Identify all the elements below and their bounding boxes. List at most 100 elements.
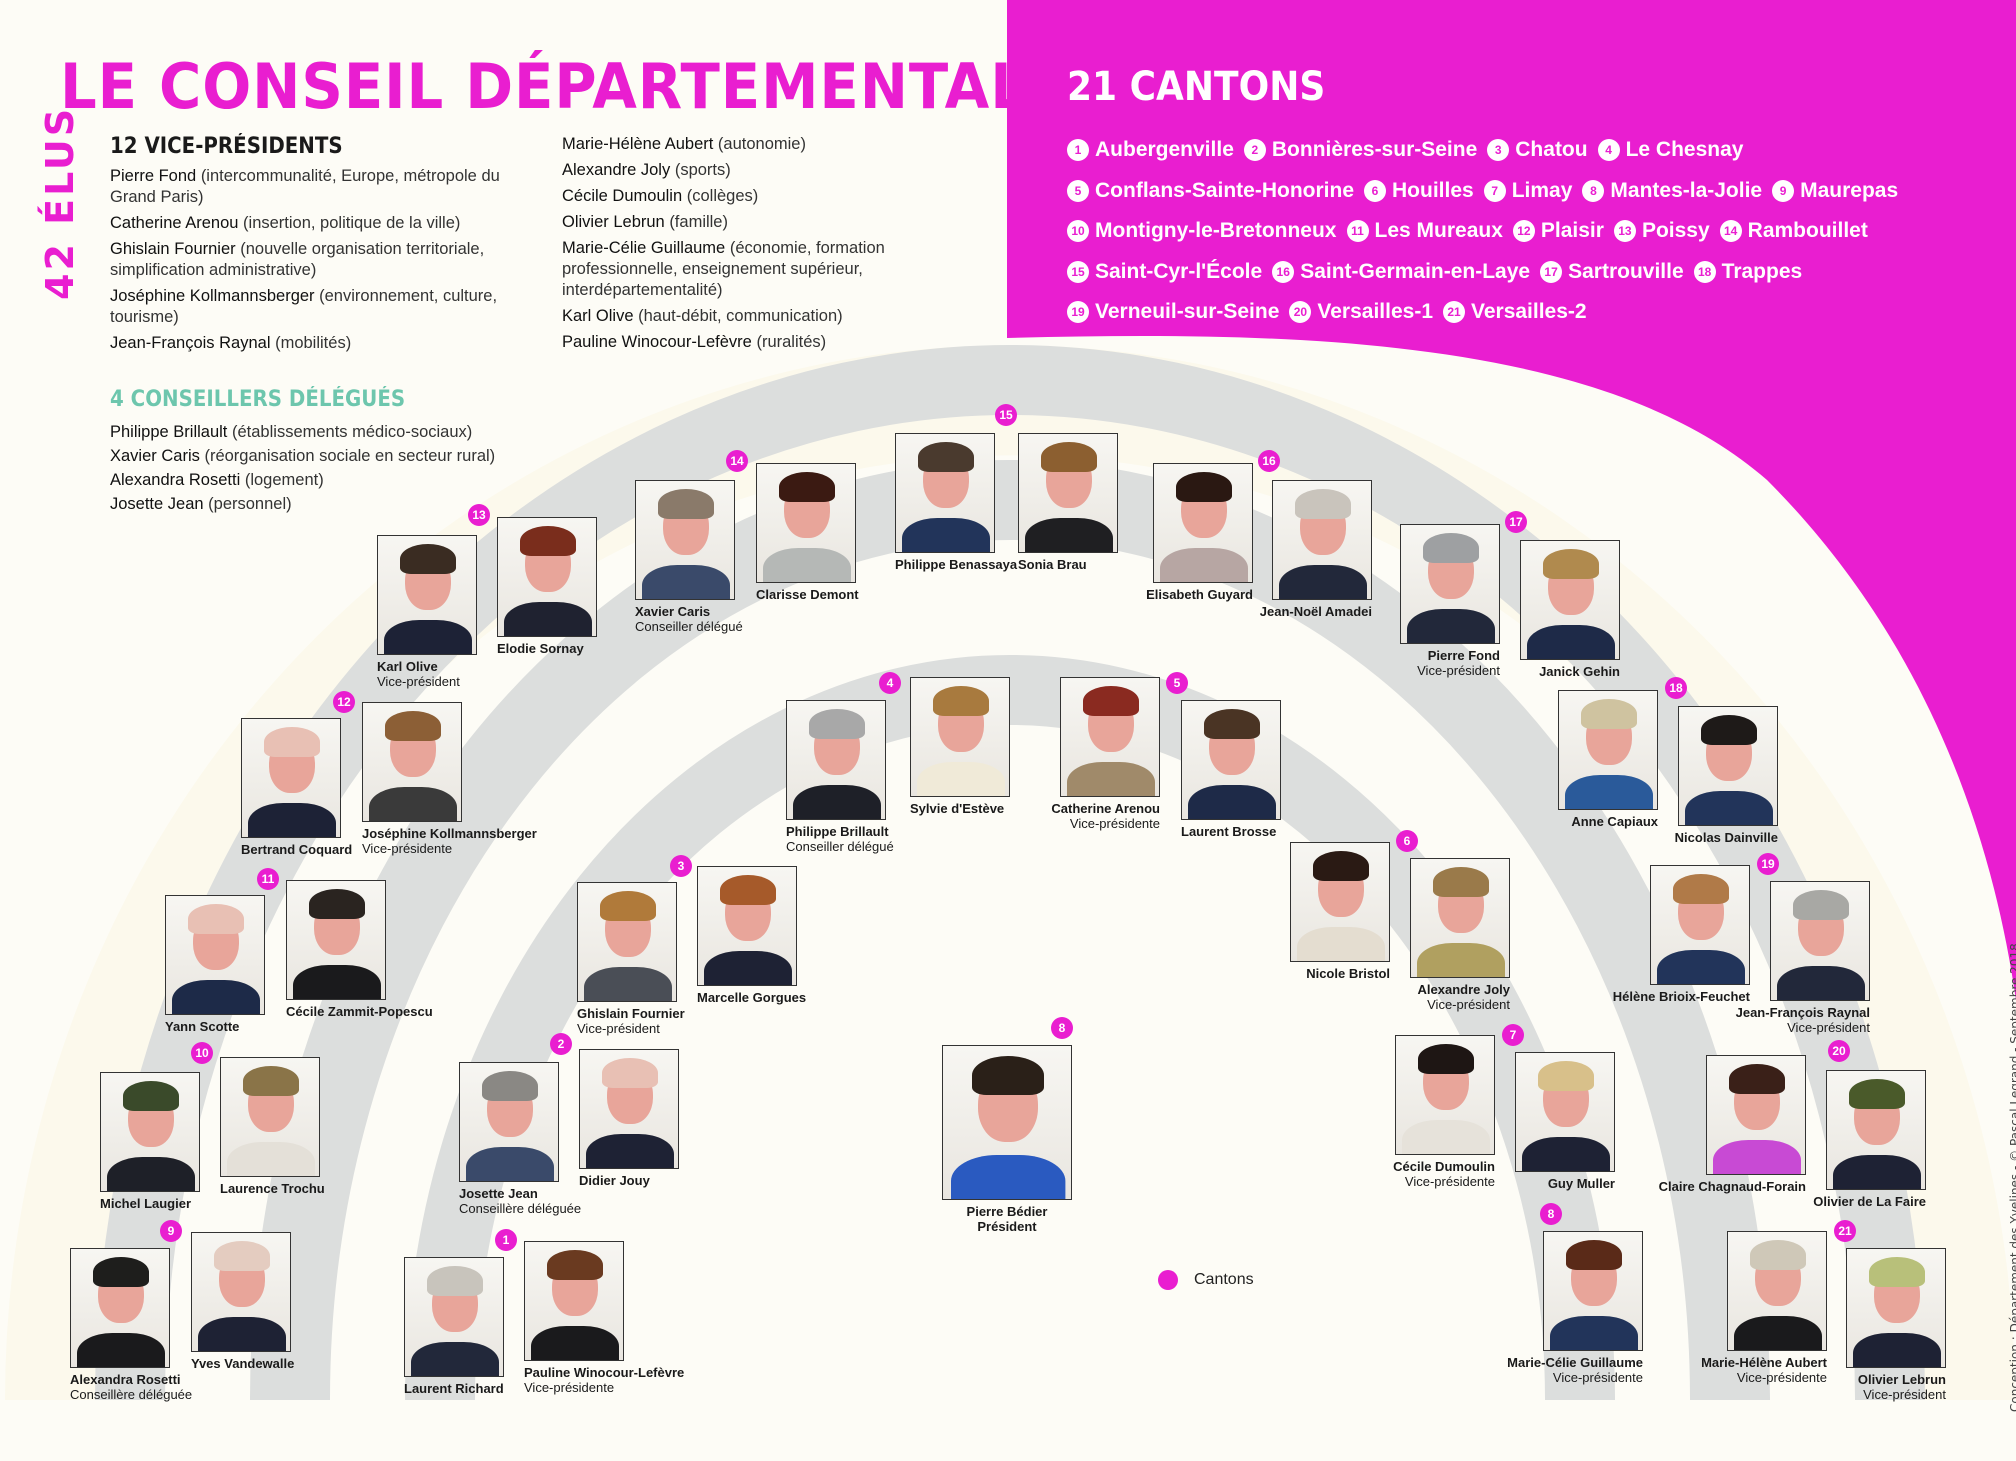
list-item: Pauline Winocour-Lefèvre (ruralités) (562, 332, 942, 353)
councillor-role: Conseiller délégué (635, 619, 743, 634)
councillor-name: Laurence Trochu (220, 1181, 325, 1196)
member-portfolio: (réorganisation sociale en secteur rural… (204, 447, 496, 465)
portrait-photo (1290, 842, 1390, 962)
portrait-photo (1678, 706, 1778, 826)
canton-badge-icon: 9 (160, 1220, 182, 1242)
member-name: Joséphine Kollmannsberger (110, 287, 315, 305)
portrait-photo (377, 535, 477, 655)
member-portfolio: (environnement, culture, tourisme) (110, 287, 498, 326)
member-portfolio: (personnel) (208, 495, 292, 513)
portrait-body (1777, 966, 1865, 1000)
canton-name: Chatou (1515, 138, 1588, 162)
member-name: Catherine Arenou (110, 214, 239, 232)
list-item: Catherine Arenou (insertion, politique d… (110, 213, 530, 234)
canton-name: Maurepas (1800, 178, 1899, 202)
canton-number-icon: 12 (1512, 220, 1535, 243)
portrait-hair (188, 904, 244, 934)
councillor-name: Philippe Brillault (786, 824, 889, 839)
councillor-name: Bertrand Coquard (241, 842, 353, 857)
portrait-body (902, 518, 990, 552)
portrait-hair (243, 1066, 299, 1096)
councillor-role: Conseiller délégué (786, 839, 894, 854)
portrait-photo (497, 517, 597, 637)
portrait-photo (1060, 677, 1160, 797)
portrait-body (1833, 1155, 1921, 1189)
portrait-body (369, 787, 457, 821)
canton-number-icon: 19 (1067, 301, 1089, 324)
member-portfolio: (mobilités) (275, 334, 352, 352)
councillor-name: Sylvie d'Estève (910, 801, 1005, 816)
portrait-hair (1083, 686, 1139, 716)
member-name: Olivier Lebrun (562, 213, 665, 231)
portrait-hair (602, 1058, 658, 1088)
portrait-body (704, 951, 792, 985)
councillor-role: Vice-président (377, 674, 460, 689)
member-portfolio: (intercommunalité, Europe, métropole du … (110, 167, 500, 206)
canton-number-icon: 17 (1540, 260, 1563, 283)
member-portfolio: (insertion, politique de la ville) (243, 214, 461, 232)
legend-label: Cantons (1194, 1271, 1254, 1288)
portrait-hair (1566, 1240, 1622, 1270)
portrait-photo (100, 1072, 200, 1192)
credit-text: Conception : Département des Yvelines - … (2008, 943, 2016, 1412)
portrait-body (504, 602, 592, 636)
portrait-body (1025, 518, 1113, 552)
portrait-body (763, 548, 851, 582)
member-name: Pierre Fond (110, 167, 197, 185)
member-name: Pauline Winocour-Lefèvre (562, 333, 752, 351)
portrait-photo (1543, 1231, 1643, 1351)
list-item: Joséphine Kollmannsberger (environnement… (110, 286, 530, 328)
portrait-photo (1706, 1055, 1806, 1175)
portrait-photo (1395, 1035, 1495, 1155)
canton-name: Poissy (1641, 219, 1710, 243)
portrait-hair (971, 1056, 1045, 1096)
canton-number-icon: 7 (1483, 179, 1506, 202)
portrait-hair (214, 1241, 270, 1271)
list-item: Olivier Lebrun (famille) (562, 212, 942, 233)
councillor-name: Michel Laugier (100, 1196, 192, 1211)
councillor-name: Xavier Caris (635, 604, 711, 619)
canton-name: Plaisir (1540, 219, 1604, 243)
portrait-photo (1515, 1052, 1615, 1172)
portrait-photo (1558, 690, 1658, 810)
canton-dot-icon (1158, 1270, 1178, 1290)
canton-badge-icon: 17 (1505, 511, 1527, 533)
list-item: Jean-François Raynal (mobilités) (110, 333, 530, 354)
portrait-body (1407, 609, 1495, 643)
canton-number-icon: 18 (1693, 260, 1716, 283)
canton-number-icon: 3 (1487, 139, 1510, 162)
canton-badge-icon: 18 (1665, 677, 1687, 699)
member-name: Cécile Dumoulin (562, 187, 683, 205)
canton-number-icon: 16 (1272, 260, 1295, 283)
councillor-name: Yves Vandewalle (191, 1356, 295, 1371)
canton-name: Conflans-Sainte-Honorine (1095, 178, 1355, 202)
portrait-body (531, 1326, 619, 1360)
canton-number-icon: 5 (1067, 179, 1089, 202)
councillor-name: Sonia Brau (1018, 557, 1087, 572)
canton-name: Limay (1511, 178, 1573, 202)
portrait-hair (933, 686, 989, 716)
portrait-hair (309, 889, 365, 919)
portrait-hair (385, 711, 441, 741)
portrait-body (1685, 791, 1773, 825)
vice-presidents-heading: 12 VICE-PRÉSIDENTS (110, 134, 343, 159)
canton-badge-icon: 8 (1051, 1017, 1073, 1039)
portrait-body (1297, 927, 1385, 961)
councillor-name: Philippe Benassaya (895, 557, 1018, 572)
elected-count-label: 42 ÉLUS (38, 105, 82, 300)
delegates-heading: 4 CONSEILLERS DÉLÉGUÉS (110, 387, 406, 412)
canton-number-icon: 13 (1613, 220, 1636, 243)
portrait-photo (1410, 858, 1510, 978)
portrait-hair (809, 709, 865, 739)
canton-number-icon: 20 (1289, 301, 1312, 324)
canton-name: Saint-Germain-en-Laye (1300, 259, 1531, 283)
member-portfolio: (ruralités) (756, 333, 827, 351)
